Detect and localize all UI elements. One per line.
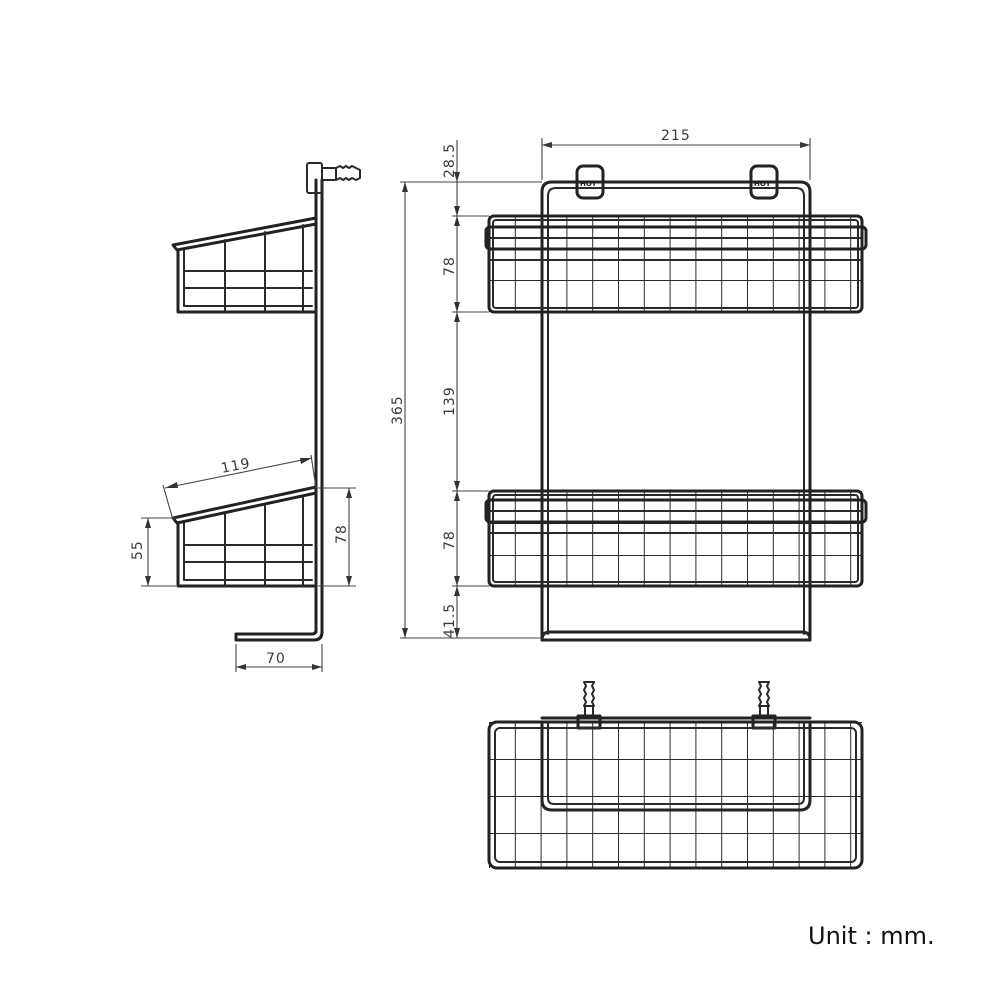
dim-front-width-label: 215 bbox=[661, 128, 691, 144]
side-upper-basket bbox=[171, 216, 318, 314]
front-lower-basket bbox=[484, 489, 868, 588]
side-bottom-foot bbox=[234, 628, 324, 642]
top-frame-outline-inner bbox=[547, 721, 805, 805]
dim-upper-basket-label: 78 bbox=[442, 256, 458, 276]
side-hook bbox=[306, 162, 361, 194]
dim-side-slant: 119 bbox=[162, 454, 317, 521]
front-frame bbox=[540, 180, 812, 642]
unit-label: Unit : mm. bbox=[808, 922, 935, 950]
dim-front-width: 215 bbox=[541, 128, 811, 180]
top-basket-rim bbox=[487, 720, 864, 870]
dim-gap-label: 139 bbox=[442, 386, 458, 416]
dim-side-back-height: 78 bbox=[318, 487, 356, 587]
dim-side-slant-label: 119 bbox=[220, 456, 252, 477]
front-bottom-bar bbox=[540, 630, 812, 642]
top-basket-inner-rim bbox=[494, 727, 857, 863]
dim-chain: 28.5 78 139 78 41.5 bbox=[442, 140, 460, 638]
side-lower-basket bbox=[171, 485, 318, 588]
front-upper-basket bbox=[484, 214, 868, 314]
front-frame-inner bbox=[547, 187, 805, 635]
dim-side-front-height: 55 bbox=[130, 517, 176, 587]
dim-top-offset-label: 28.5 bbox=[442, 143, 458, 178]
side-view: 119 55 78 70 bbox=[130, 162, 361, 672]
dim-front-height-label: 365 bbox=[390, 395, 406, 425]
front-hook-left: HOT bbox=[575, 164, 605, 200]
dim-side-depth: 70 bbox=[235, 644, 323, 672]
dim-front-height: 365 bbox=[390, 182, 408, 638]
dim-side-front-height-label: 55 bbox=[130, 540, 146, 560]
hook-label-left: HOT bbox=[580, 180, 597, 188]
top-view bbox=[487, 681, 864, 870]
top-frame-outline bbox=[540, 720, 812, 812]
dim-lower-basket-label: 78 bbox=[442, 530, 458, 550]
front-view: HOT HOT bbox=[390, 128, 868, 642]
top-basket-grid bbox=[489, 722, 862, 868]
dim-side-back-height-label: 78 bbox=[334, 524, 350, 544]
front-hook-right: HOT bbox=[749, 164, 779, 200]
dim-side-depth-label: 70 bbox=[266, 651, 286, 667]
dim-bottom-offset-label: 41.5 bbox=[442, 603, 458, 638]
dim-extension-lines bbox=[400, 181, 542, 639]
hook-label-right: HOT bbox=[754, 180, 771, 188]
